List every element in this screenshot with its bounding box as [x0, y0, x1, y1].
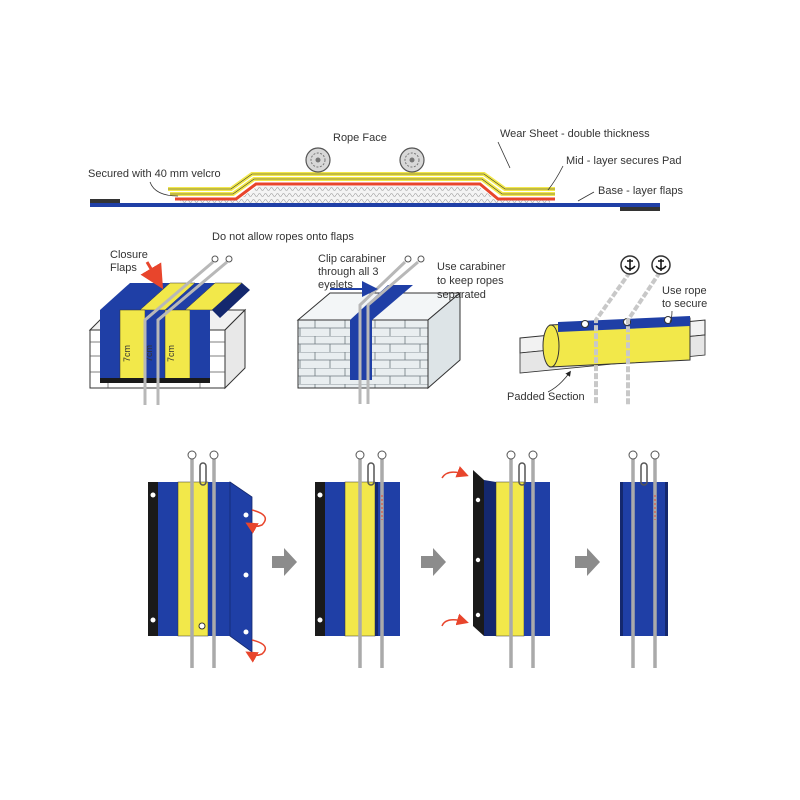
- step-1-open-flaps: [148, 450, 267, 668]
- label-flaps: Flaps: [110, 262, 137, 274]
- carabiner-icon: [640, 462, 648, 486]
- padded-section-illustration: Use rope to secure Padded Section: [507, 255, 707, 405]
- svg-text:7cm: 7cm: [122, 345, 132, 362]
- svg-text:separated: separated: [437, 289, 486, 301]
- cross-section: Rope Face Wear Sheet - double thickness …: [88, 128, 683, 211]
- label-base-layer: Base - layer flaps: [598, 185, 683, 197]
- label-wear-sheet: Wear Sheet - double thickness: [500, 128, 650, 140]
- mid-layer: [175, 182, 555, 201]
- svg-text:to keep ropes: to keep ropes: [437, 275, 504, 287]
- anchor-icon: [651, 255, 671, 275]
- anchor-icon: [620, 255, 640, 275]
- svg-text:to secure: to secure: [662, 298, 707, 310]
- svg-text:Use rope: Use rope: [662, 285, 707, 297]
- label-padded-section: Padded Section: [507, 391, 585, 403]
- label-velcro: Secured with 40 mm velcro: [88, 168, 221, 180]
- base-layer: [90, 203, 660, 207]
- step-arrow-icon: [421, 548, 446, 576]
- curved-arrow-icon: [245, 639, 267, 663]
- closure-flaps-arrow: [140, 261, 164, 290]
- closure-flaps-illustration: 7cm 7cm 7cm Closure Flaps: [88, 249, 250, 405]
- step-arrow-icon: [272, 548, 297, 576]
- carabiner-icon: [367, 462, 375, 486]
- carabiner-illustration: Clip carabiner through all 3 eyelets Use…: [296, 253, 506, 404]
- rope-cross-section-icon: [305, 147, 331, 173]
- svg-text:7cm: 7cm: [144, 345, 154, 362]
- velcro-left: [90, 199, 120, 203]
- label-closure: Closure: [110, 249, 148, 261]
- svg-text:Use carabiner: Use carabiner: [437, 261, 506, 273]
- step-2-close-right-flap: [315, 450, 400, 668]
- step-arrow-icon: [575, 548, 600, 576]
- svg-text:Clip carabiner: Clip carabiner: [318, 253, 386, 265]
- rope-cross-section-icon: [399, 147, 425, 173]
- carabiner-icon: [518, 462, 526, 486]
- svg-text:7cm: 7cm: [166, 345, 176, 362]
- curved-arrow-icon: [441, 613, 469, 627]
- label-no-ropes-on-flaps: Do not allow ropes onto flaps: [212, 231, 354, 243]
- curved-arrow-icon: [441, 466, 469, 479]
- svg-text:eyelets: eyelets: [318, 279, 353, 291]
- velcro-right: [620, 207, 660, 211]
- carabiner-icon: [199, 462, 207, 486]
- step-3-fold-left-flap: [441, 450, 550, 668]
- pad: [180, 186, 550, 203]
- svg-text:through all 3: through all 3: [318, 266, 379, 278]
- label-mid-layer: Mid - layer secures Pad: [566, 155, 682, 167]
- label-rope-face: Rope Face: [333, 132, 387, 144]
- curved-arrow-icon: [245, 509, 267, 534]
- step-4-closed: [620, 450, 668, 668]
